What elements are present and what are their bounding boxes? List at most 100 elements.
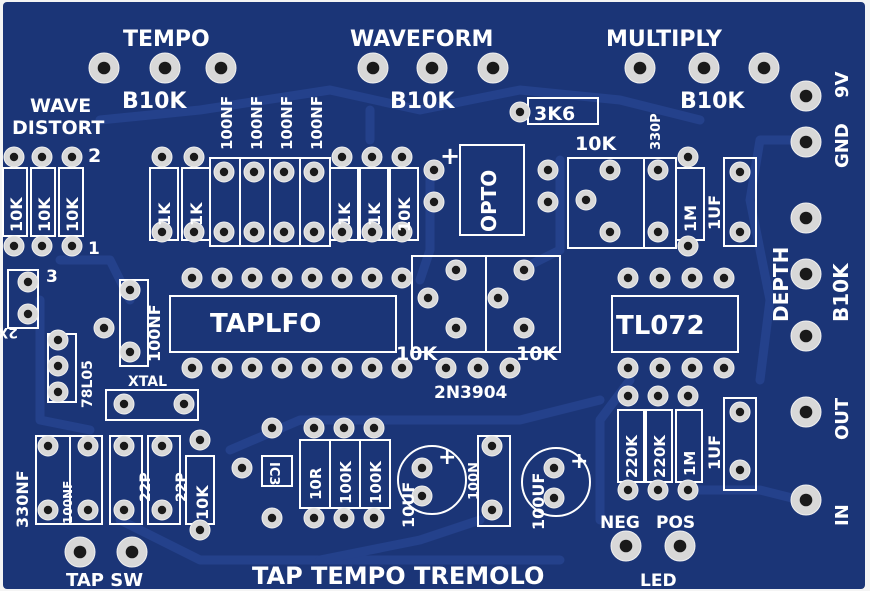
pad-hole — [719, 363, 729, 373]
r10r-label: 10R — [307, 467, 325, 500]
pad-hole — [157, 441, 167, 451]
waveform-pot-value: B10K — [390, 89, 455, 114]
pad-hole — [43, 505, 53, 515]
pad-hole — [653, 391, 663, 401]
pad-hole — [97, 61, 111, 75]
pad-hole — [799, 135, 813, 149]
pad-hole — [367, 363, 377, 373]
pad-hole — [429, 165, 439, 175]
c10uf-plus: + — [438, 445, 456, 470]
pad-hole — [423, 293, 433, 303]
r1k-4: 1K — [365, 202, 384, 226]
pad-hole — [277, 273, 287, 283]
pad-hole — [653, 485, 663, 495]
tempo-label: TEMPO — [123, 27, 210, 52]
reg-id-label: 2X3 — [0, 324, 18, 340]
nine-v-label: 9V — [832, 71, 853, 98]
r220k-1-label: 220K — [623, 434, 641, 478]
pad-hole — [309, 227, 319, 237]
r1k-3: 1K — [335, 202, 354, 226]
pad-hole — [683, 152, 693, 162]
pad-hole — [67, 241, 77, 251]
r10k-trim-label: 10K — [575, 133, 617, 155]
pad-hole — [735, 167, 745, 177]
pad-hole — [417, 491, 427, 501]
r1k-2: 1K — [187, 202, 206, 226]
pad-hole — [158, 61, 172, 75]
distort-label: DISTORT — [12, 117, 104, 139]
pad-hole — [9, 241, 19, 251]
pad-hole — [119, 399, 129, 409]
pad-hole — [735, 407, 745, 417]
pad-hole — [799, 267, 813, 281]
pad-hole — [367, 227, 377, 237]
r100k-1-label: 100K — [337, 460, 355, 504]
pad-hole — [249, 167, 259, 177]
pad-hole — [549, 463, 559, 473]
c100nf-xtal-label: 100NF — [145, 304, 164, 362]
regulator-label: 78L05 — [80, 360, 96, 408]
pad-hole — [687, 363, 697, 373]
in-label: IN — [832, 504, 853, 526]
tl072-label: TL072 — [616, 311, 705, 341]
tap-sw-label: TAP SW — [66, 570, 143, 591]
pad-hole — [543, 197, 553, 207]
pad-hole — [309, 513, 319, 523]
pad-hole — [307, 273, 317, 283]
pad-hole — [337, 363, 347, 373]
pad-hole — [519, 265, 529, 275]
pad-hole — [683, 391, 693, 401]
pad-hole — [473, 363, 483, 373]
pad-hole — [187, 363, 197, 373]
pad-hole — [277, 363, 287, 373]
pad-hole — [279, 227, 289, 237]
c330p-label: 330P — [649, 113, 664, 150]
solder-pads — [3, 52, 822, 568]
depth-label: DEPTH — [769, 247, 793, 322]
pad-hole — [515, 107, 525, 117]
pad-hole — [486, 61, 500, 75]
led-label: LED — [640, 571, 677, 591]
r1k-1: 1K — [155, 202, 174, 226]
c100uf-label: 100UF — [529, 473, 548, 530]
c330nf-label: 330NF — [13, 470, 32, 528]
pad-hole — [53, 387, 63, 397]
pad-hole — [799, 89, 813, 103]
pad-hole — [53, 335, 63, 345]
pad-hole — [237, 463, 247, 473]
c100nf-2: 100NF — [248, 96, 266, 150]
waveform-label: WAVEFORM — [350, 27, 493, 52]
board-title: TAP TEMPO TREMOLO — [252, 562, 544, 590]
pad-hole — [655, 273, 665, 283]
pad-hole — [214, 61, 228, 75]
pad-hole — [83, 505, 93, 515]
trim-10k-left: 10K — [396, 343, 438, 365]
pad-hole — [683, 485, 693, 495]
c1uf-bottom-label: 1UF — [705, 435, 724, 470]
pad-hole — [653, 165, 663, 175]
c100nf-4: 100NF — [308, 96, 326, 150]
pad-hole — [267, 423, 277, 433]
pad-hole — [157, 227, 167, 237]
r10k-wave-1: 10K — [7, 197, 26, 232]
pad-hole — [623, 485, 633, 495]
pad-hole — [309, 423, 319, 433]
multiply-label: MULTIPLY — [606, 27, 723, 52]
opto-label: OPTO — [477, 170, 501, 232]
pad-hole — [37, 241, 47, 251]
pad-hole — [367, 273, 377, 283]
pin-3-label: 3 — [46, 267, 58, 287]
pad-hole — [73, 545, 87, 559]
pad-hole — [735, 227, 745, 237]
pad-hole — [605, 227, 615, 237]
pin-1-label: 1 — [88, 239, 100, 259]
pad-hole — [339, 513, 349, 523]
pad-hole — [23, 309, 33, 319]
pad-hole — [125, 545, 139, 559]
pad-hole — [189, 227, 199, 237]
pad-hole — [619, 539, 633, 553]
pad-hole — [217, 363, 227, 373]
r3k6-label: 3K6 — [534, 103, 575, 125]
tempo-pot-value: B10K — [122, 89, 187, 114]
